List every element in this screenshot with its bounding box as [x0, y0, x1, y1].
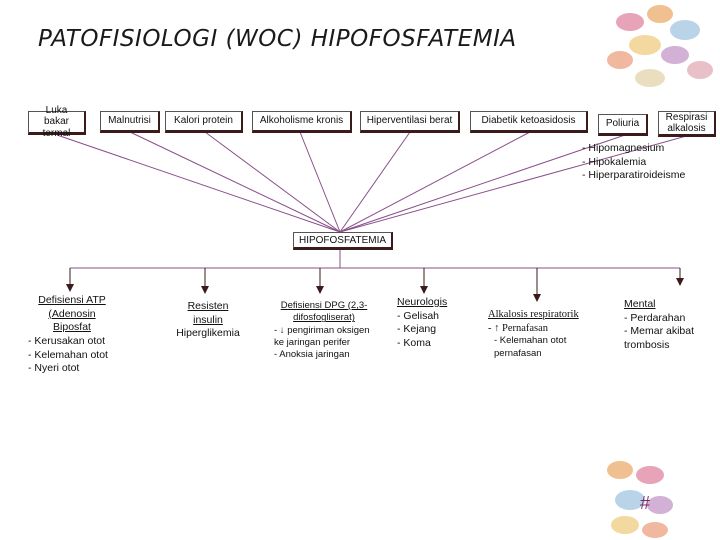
cause-alkoholisme: Alkoholisme kronis [252, 111, 352, 133]
effect-alkalosis-title: Alkalosis respiratorik [488, 309, 579, 320]
cause-malnutrisi-label: Malnutrisi [108, 115, 151, 127]
cause-diabetik-label: Diabetik ketoasidosis [481, 115, 576, 127]
center-node: HIPOFOSFATEMIA [293, 232, 393, 250]
effect-mental-title: Mental [624, 298, 656, 310]
effect-insulin-line: Hiperglikemia [176, 327, 240, 340]
effect-neuro-line: - Gelisah [397, 309, 440, 322]
effect-atp-line: - Nyeri otot [28, 362, 80, 375]
center-node-label: HIPOFOSFATEMIA [298, 234, 387, 246]
effect-dpg-line: - ↓ pengiriman oksigen ke jaringan perif… [274, 324, 370, 349]
cause-malnutrisi: Malnutrisi [100, 111, 160, 133]
effect-atp-line: - Kelemahan otot [28, 348, 108, 361]
cause-poliuria-label: Poliuria [605, 118, 640, 130]
cause-hiperventilasi-label: Hiperventilasi berat [366, 115, 453, 127]
decorative-eggs-top-image [607, 5, 713, 87]
side-note-item: - Hipomagnesium [582, 142, 665, 154]
effect-mental-line: - Perdarahan [624, 311, 686, 324]
effect-dpg-line: - Anoksia jaringan [274, 349, 350, 361]
effect-neuro: Neurologis - Gelisah - Kejang - Koma [397, 296, 459, 351]
cause-respirasi-alkalosis: Respirasi alkalosis [658, 111, 716, 137]
effect-neuro-line: - Kejang [397, 323, 437, 336]
side-notes: - Hipomagnesium - Hipokalemia - Hiperpar… [582, 142, 685, 183]
effect-mental-line: - Memar akibat trombosis [624, 325, 695, 351]
effect-neuro-title: Neurologis [397, 296, 448, 308]
effect-alkalosis-line: - Kelemahan otot pernafasan [494, 335, 567, 359]
cause-kalori-protein: Kalori protein [165, 111, 243, 133]
cause-poliuria: Poliuria [598, 114, 648, 136]
cause-respirasi-alkalosis-label: Respirasi alkalosis [665, 111, 708, 135]
effect-dpg: Defisiensi DPG (2,3-difosfogliserat) - ↓… [274, 300, 374, 362]
cause-luka-bakar: Luka bakar termal [28, 105, 86, 139]
cause-alkoholisme-label: Alkoholisme kronis [259, 115, 344, 127]
effect-insulin-title: Resisten insulin [187, 300, 229, 326]
cause-diabetik: Diabetik ketoasidosis [470, 111, 588, 133]
cause-kalori-protein-label: Kalori protein [174, 115, 233, 127]
effect-alkalosis: Alkalosis respiratorik - ↑ Pernafasan - … [488, 308, 598, 360]
effect-alkalosis-line: - ↑ Pernafasan [488, 322, 549, 334]
effect-atp-title: Defisiensi ATP (Adenosin Biposfat [38, 294, 106, 334]
side-note-item: - Hipokalemia [582, 155, 647, 168]
side-note-item: - Hiperparatiroideisme [582, 169, 686, 182]
effect-dpg-title: Defisiensi DPG (2,3-difosfogliserat) [280, 300, 368, 324]
effect-neuro-line: - Koma [397, 336, 431, 349]
decorative-eggs-bottom-image [607, 461, 673, 538]
cause-hiperventilasi: Hiperventilasi berat [360, 111, 460, 133]
cause-luka-bakar-label: Luka bakar termal [42, 104, 71, 139]
effect-mental: Mental - Perdarahan - Memar akibat tromb… [624, 298, 714, 353]
effect-insulin: Resisten insulin Hiperglikemia [172, 300, 244, 341]
page-title: PATOFISIOLOGI (WOC) HIPOFOSFATEMIA [38, 26, 517, 52]
page-marker: # [640, 493, 651, 513]
effect-atp: Defisiensi ATP (Adenosin Biposfat - Keru… [28, 294, 116, 376]
effect-atp-line: - Kerusakan otot [28, 334, 106, 347]
